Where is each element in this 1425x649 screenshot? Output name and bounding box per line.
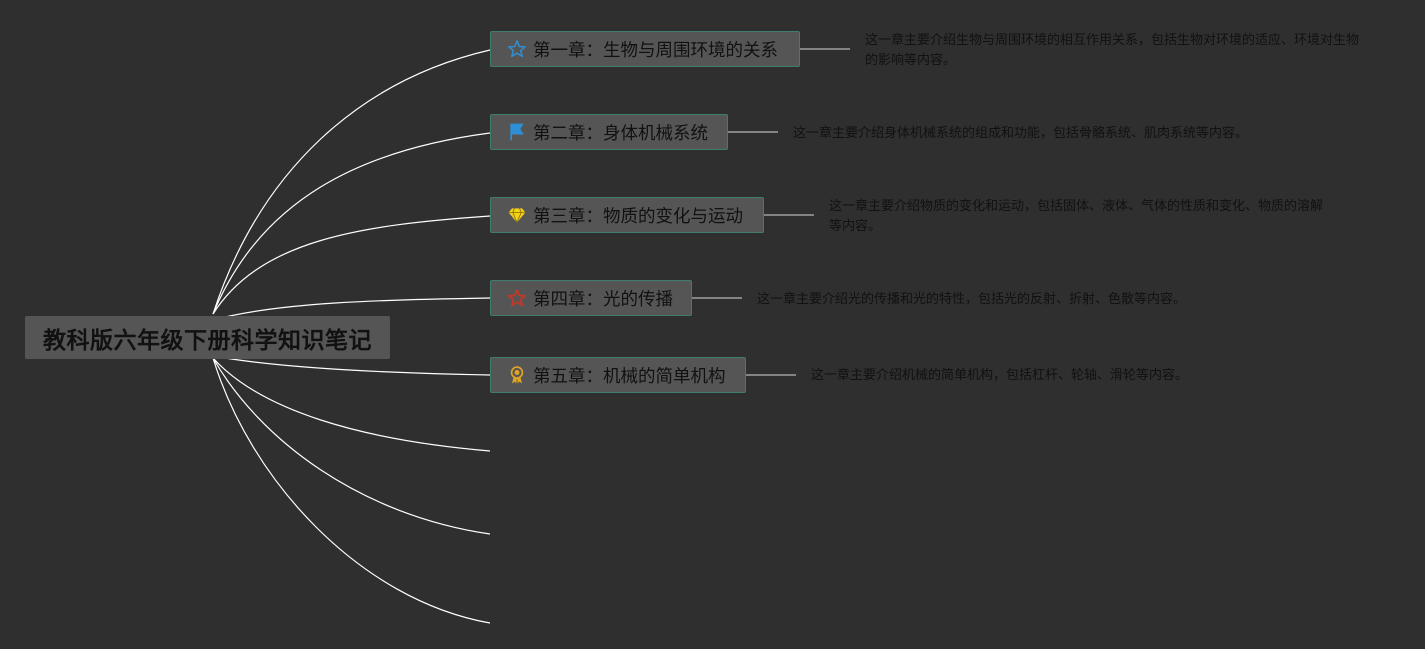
chapter-description-4: 这一章主要介绍光的传播和光的特性，包括光的反射、折射、色散等内容。 [757,292,1187,307]
root-title: 教科版六年级下册科学知识笔记 [43,327,372,354]
star-outline-icon [507,288,527,308]
branch-line-7 [212,357,491,535]
chapter-node-2[interactable]: 第二章：身体机械系统 [490,114,728,150]
flag-icon [507,122,527,142]
branch-line-3 [212,215,491,315]
chapter-description-2: 这一章主要介绍身体机械系统的组成和功能，包括骨骼系统、肌肉系统等内容。 [793,126,1249,141]
award-ribbon-icon [507,365,527,385]
chapter-node-5[interactable]: 第五章：机械的简单机构 [490,357,746,393]
chapter-label-5: 第五章：机械的简单机构 [533,366,726,387]
branch-line-8 [212,357,491,624]
chapter-label-2: 第二章：身体机械系统 [533,123,708,144]
chapter-node-4[interactable]: 第四章：光的传播 [490,280,692,316]
root-topic[interactable]: 教科版六年级下册科学知识笔记 [25,316,390,359]
chapter-label-3: 第三章：物质的变化与运动 [533,206,743,227]
branch-line-6 [212,357,491,452]
chapter-description-3: 这一章主要介绍物质的变化和运动，包括固体、液体、气体的性质和变化、物质的溶解等内… [829,199,1324,234]
diamond-icon [507,205,527,225]
chapter-node-3[interactable]: 第三章：物质的变化与运动 [490,197,764,233]
chapter-description-5: 这一章主要介绍机械的简单机构，包括杠杆、轮轴、滑轮等内容。 [811,368,1189,383]
star-outline-icon [507,39,527,59]
chapter-node-1[interactable]: 第一章：生物与周围环境的关系 [490,31,800,67]
branch-line-5 [212,355,491,376]
chapter-description-1: 这一章主要介绍生物与周围环境的相互作用关系，包括生物对环境的适应、环境对生物的影… [865,33,1360,68]
branch-line-1 [212,49,491,315]
branch-line-4 [212,297,491,321]
chapter-label-4: 第四章：光的传播 [533,289,673,310]
branch-line-2 [212,132,491,315]
chapter-label-1: 第一章：生物与周围环境的关系 [533,40,778,61]
